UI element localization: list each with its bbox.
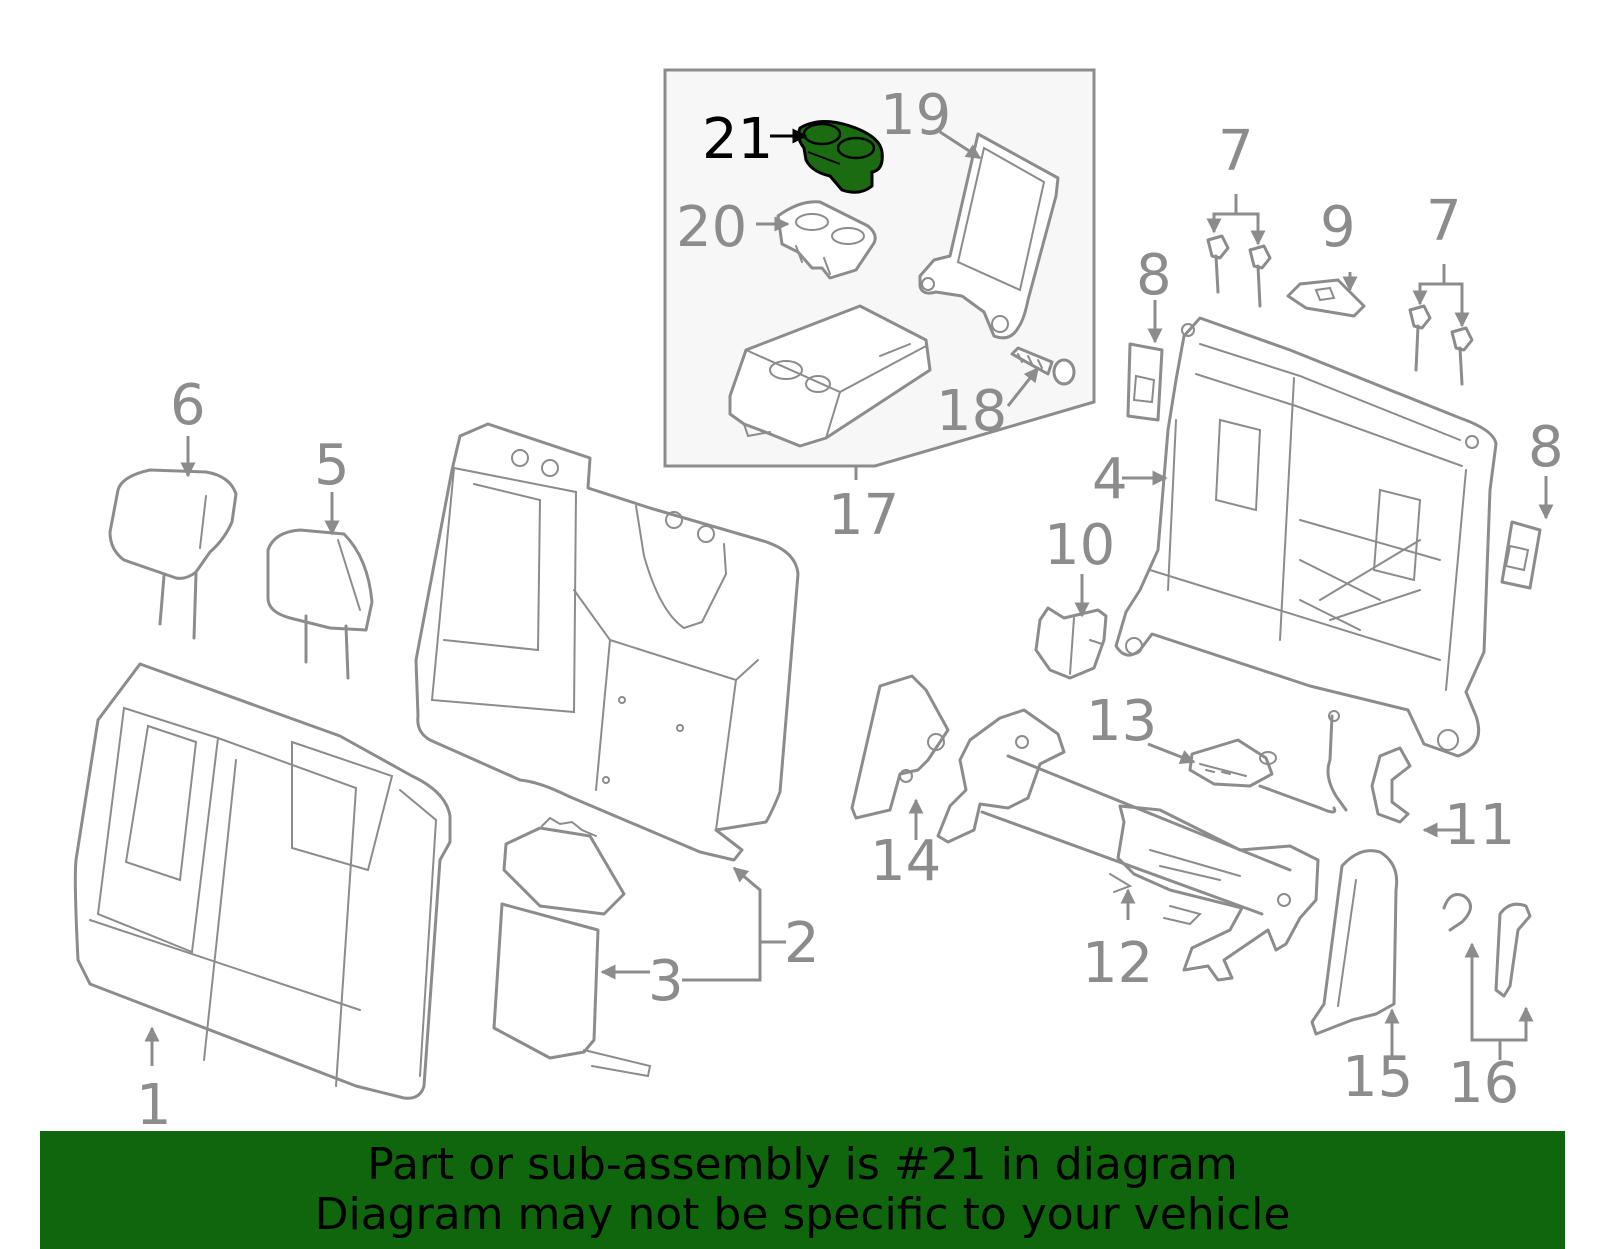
callout-1: 1 [136,1073,172,1138]
callout-6: 6 [170,373,206,438]
callout-2: 2 [784,911,820,976]
banner-line-2: Diagram may not be specific to your vehi… [314,1189,1291,1240]
callout-20: 20 [676,195,747,260]
callout-19: 19 [880,83,951,148]
part-13-release-cable[interactable] [1188,710,1348,814]
callout-8b: 8 [1528,415,1564,480]
part-1-seat-back-cushion[interactable] [73,662,452,1100]
part-12-cushion-frame[interactable] [936,708,1320,982]
part-6-headrest[interactable] [108,468,238,640]
leader-lines [144,128,1554,1066]
callout-10: 10 [1044,513,1115,578]
part-7-bolts[interactable] [1206,234,1474,386]
callout-17: 17 [828,483,899,548]
part-3-pads[interactable] [492,816,652,1078]
part-8-covers[interactable] [1126,342,1542,590]
part-20-cup-holder-tray[interactable] [776,200,877,280]
part-17-armrest-body[interactable] [728,304,932,448]
callout-18: 18 [936,379,1007,444]
part-4-seat-back-frame[interactable] [1114,316,1498,758]
callout-15: 15 [1342,1045,1413,1110]
callout-5: 5 [314,433,350,498]
callout-4: 4 [1092,447,1128,512]
callout-8a: 8 [1136,243,1172,308]
callout-16: 16 [1448,1051,1519,1116]
callout-3: 3 [648,949,684,1014]
callout-13: 13 [1086,689,1157,754]
callout-14: 14 [870,829,941,894]
callout-labels: 1 2 3 4 5 6 7 7 8 8 9 10 11 12 13 14 15 … [136,83,1564,1138]
part-11-hinge-trim[interactable] [1370,746,1412,824]
part-9-latch[interactable] [1286,278,1366,318]
callout-9: 9 [1320,195,1356,260]
part-16-hook-handle[interactable] [1442,893,1532,998]
banner-line-1: Part or sub-assembly is #21 in diagram [367,1139,1238,1190]
callout-21: 21 [702,107,773,172]
callout-12: 12 [1082,931,1153,996]
part-10-hinge-cover[interactable] [1034,606,1108,680]
part-5-headrest[interactable] [266,528,374,680]
part-15-side-trim[interactable] [1310,849,1399,1036]
part-19-armrest-panel[interactable] [918,132,1060,340]
part-2-seat-back-cover[interactable] [414,422,800,862]
callout-7b: 7 [1426,189,1462,254]
part-14-side-shield[interactable] [850,674,950,820]
callout-7a: 7 [1218,119,1254,184]
callout-11: 11 [1444,793,1515,858]
info-banner: Part or sub-assembly is #21 in diagram D… [40,1131,1565,1249]
